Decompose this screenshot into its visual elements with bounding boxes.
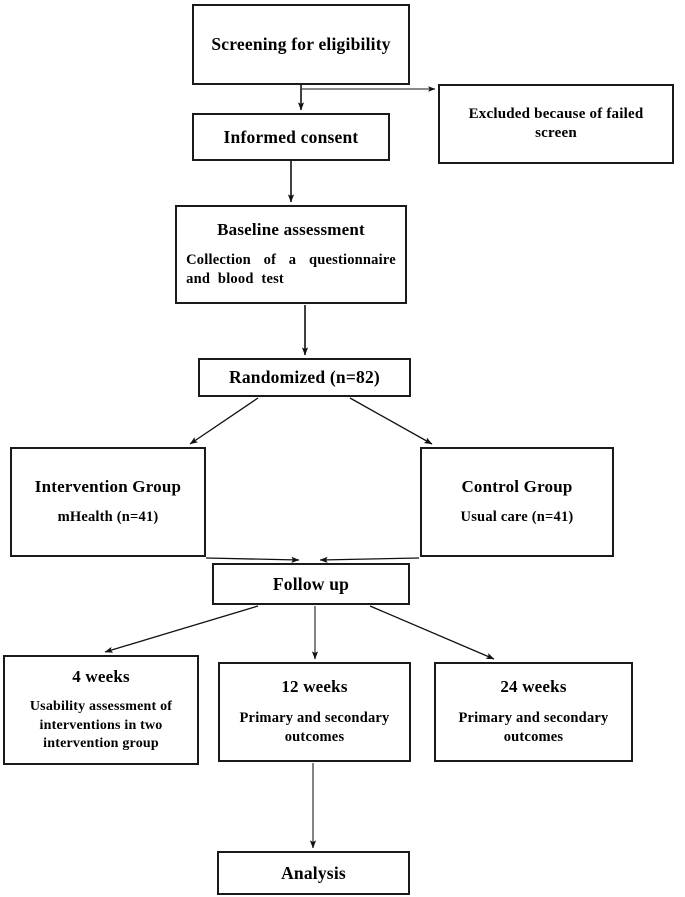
node-subtitle: Collection of a questionnaire and blood … xyxy=(186,252,396,288)
node-title: Control Group xyxy=(461,476,573,496)
edge-randomized-to-control xyxy=(349,397,433,445)
node-subtitle: Usability assessment of interventions in… xyxy=(29,699,173,751)
node-title: Intervention Group xyxy=(34,476,182,496)
edge-randomized-to-intervention xyxy=(189,397,259,445)
node-subtitle: Usual care (n=41) xyxy=(460,509,574,526)
edge-followup-to-week24 xyxy=(369,605,495,660)
node-baseline-assessment[interactable]: Baseline assessment Collection of a ques… xyxy=(175,205,407,304)
node-title: 12 weeks xyxy=(281,677,348,697)
node-title: Screening for eligibility xyxy=(211,34,391,55)
node-intervention-group[interactable]: Intervention Group mHealth (n=41) xyxy=(10,447,206,557)
node-analysis[interactable]: Analysis xyxy=(217,851,410,895)
node-12-weeks[interactable]: 12 weeks Primary and secondary outcomes xyxy=(218,662,411,762)
node-screening-for-eligibility[interactable]: Screening for eligibility xyxy=(192,4,410,85)
node-subtitle: Primary and secondary outcomes xyxy=(239,709,390,745)
edge-intervention-to-followup xyxy=(205,556,300,563)
edge-control-to-followup xyxy=(319,556,420,563)
node-subtitle: Primary and secondary outcomes xyxy=(458,709,609,745)
node-title: 4 weeks xyxy=(72,666,130,686)
node-24-weeks[interactable]: 24 weeks Primary and secondary outcomes xyxy=(434,662,633,762)
node-title: 24 weeks xyxy=(500,677,567,697)
node-control-group[interactable]: Control Group Usual care (n=41) xyxy=(420,447,614,557)
node-informed-consent[interactable]: Informed consent xyxy=(192,113,390,161)
node-title: Informed consent xyxy=(223,126,359,147)
node-title: Randomized (n=82) xyxy=(229,367,380,388)
node-subtitle: Excluded because of failed screen xyxy=(468,105,644,142)
node-title: Analysis xyxy=(281,862,346,883)
node-randomized[interactable]: Randomized (n=82) xyxy=(198,358,411,397)
node-excluded-failed-screen[interactable]: Excluded because of failed screen xyxy=(438,84,674,164)
node-title: Follow up xyxy=(272,573,350,594)
edge-followup-to-week4 xyxy=(104,605,259,653)
node-follow-up[interactable]: Follow up xyxy=(212,563,410,605)
node-subtitle: mHealth (n=41) xyxy=(57,509,159,526)
node-4-weeks[interactable]: 4 weeks Usability assessment of interven… xyxy=(3,655,199,765)
node-title: Baseline assessment xyxy=(217,219,365,239)
